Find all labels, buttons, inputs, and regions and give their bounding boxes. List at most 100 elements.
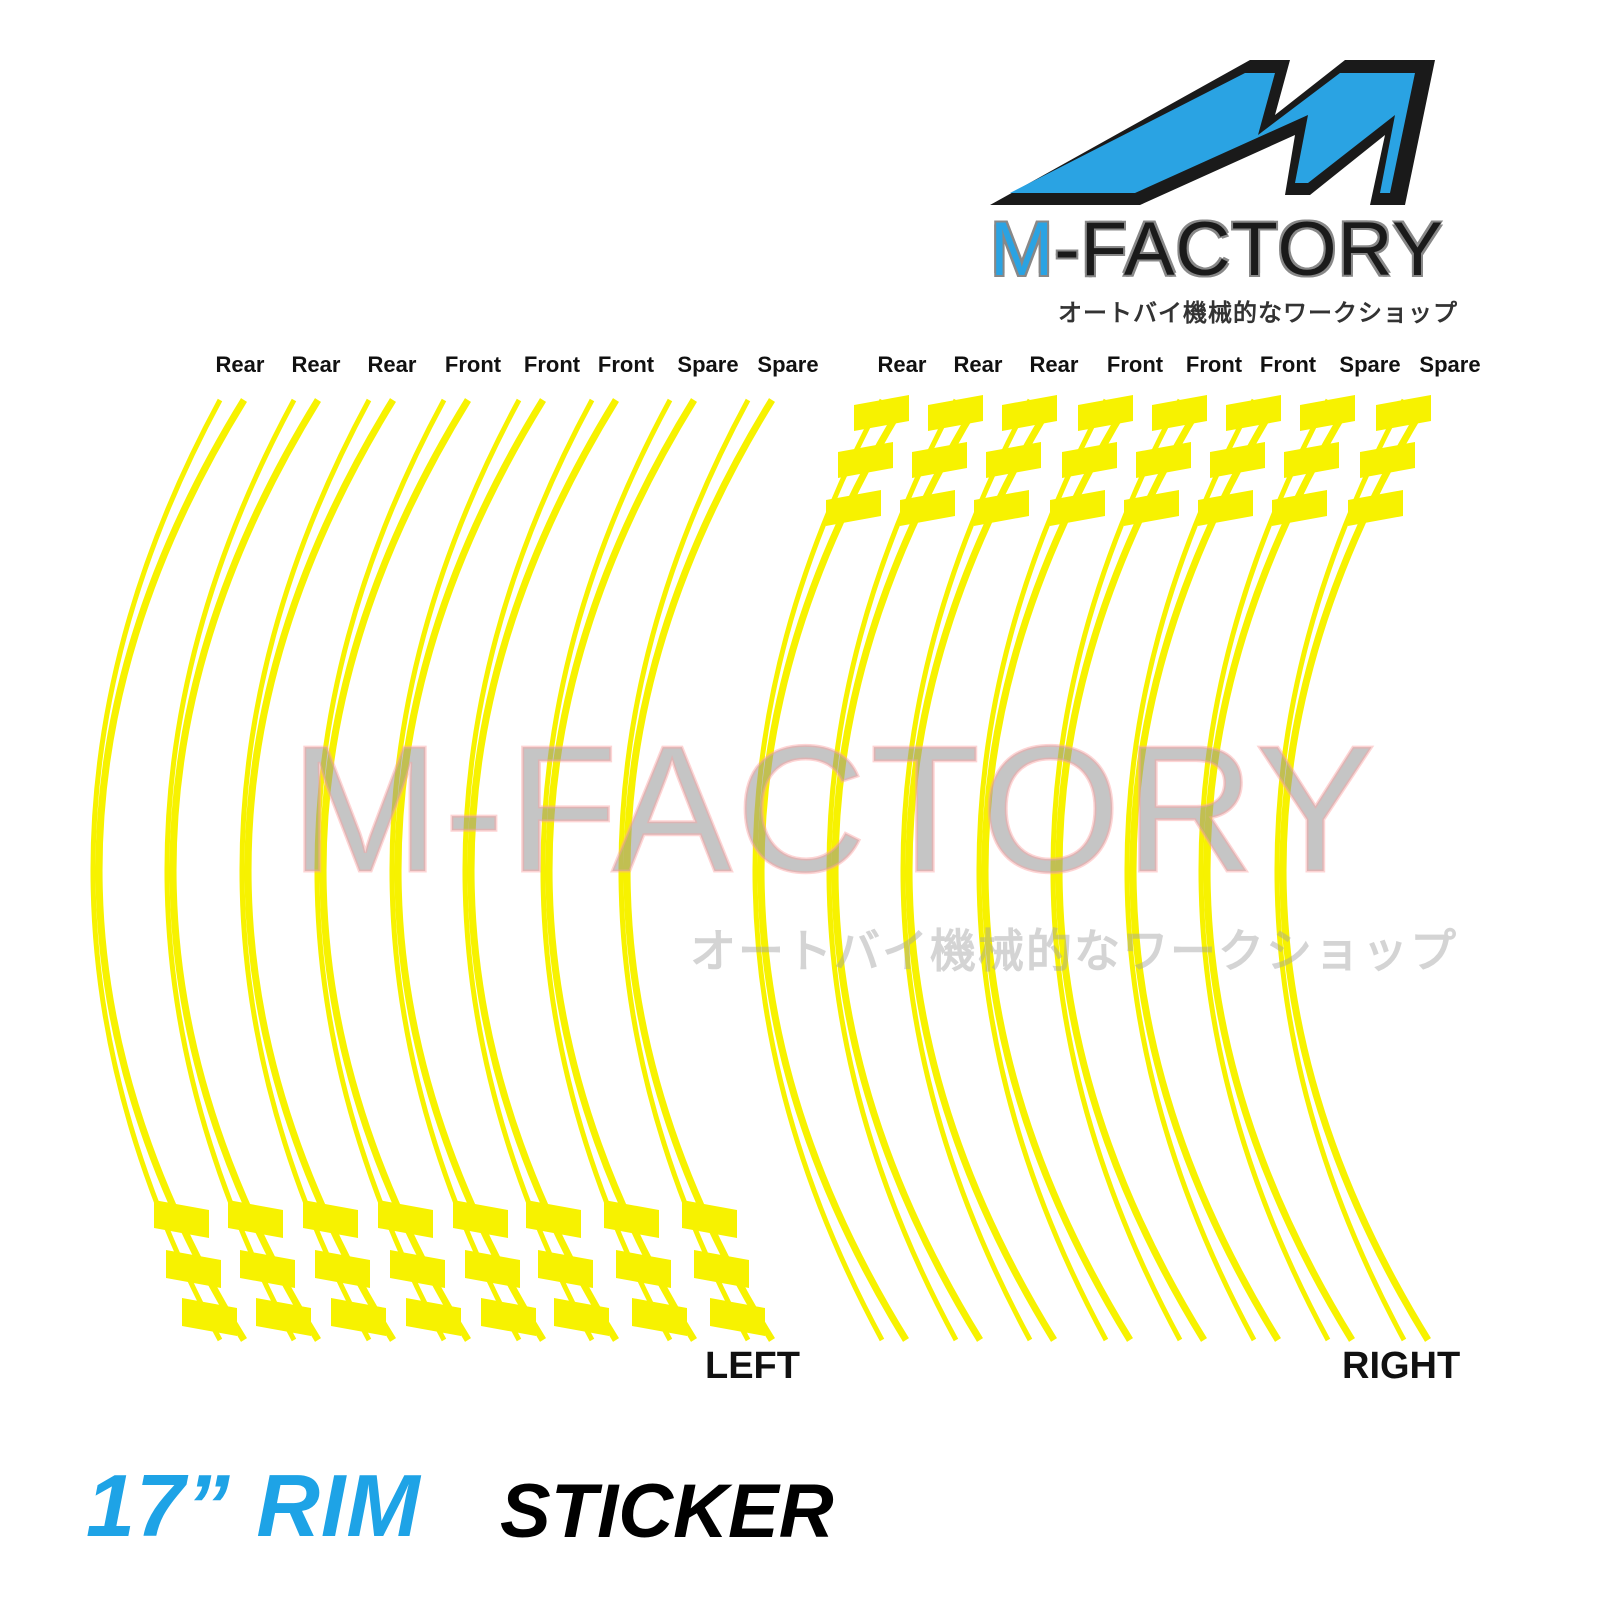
right-label-3: Rear [1029,352,1079,377]
brand-tagline: オートバイ機械的なワークショップ [1058,300,1458,327]
left-stripe-1-bar-2 [166,1250,221,1288]
left-stripe-5-bar-1 [453,1200,508,1238]
left-stripe-6-bar-1 [526,1200,581,1238]
left-stripe-4-bar-2 [390,1250,445,1288]
left-label-7: Spare [677,352,739,377]
right-stripe-7-outer [1203,398,1355,1342]
right-stripe-6-bar-2 [1210,442,1265,478]
right-stripe-2-bar-3 [900,490,955,526]
left-stripe-1-bar-3 [182,1298,237,1336]
right-stripe-1-inner [752,398,885,1342]
left-stripe-4-bar-1 [378,1200,433,1238]
left-stripe-8-bar-1 [682,1200,737,1238]
left-stripe-2-bar-2 [240,1250,295,1288]
right-stripe-1-bar-2 [838,442,893,478]
right-stripe-2-bar-2 [912,442,967,478]
right-label-6: Front [1259,352,1317,377]
left-stripe-7-bar-3 [632,1298,687,1336]
right-stripe-4-bar-1 [1078,395,1133,431]
right-stripe-3-bar-1 [1002,395,1057,431]
left-stripe-7-inner [540,398,673,1342]
right-stripe-3-inner [900,398,1033,1342]
left-label-2: Rear [291,352,341,377]
left-stripe-5-outer [394,398,546,1342]
brand-rest: -FACTORY [1054,207,1444,292]
left-stripe-1-inner [90,398,223,1342]
right-stripe-8-bar-3 [1348,490,1403,526]
left-stripe-1-bar-1 [154,1200,209,1238]
right-stripe-5-outer [1055,398,1207,1342]
right-label-1: Rear [877,352,927,377]
right-stripe-5-bar-3 [1124,490,1179,526]
left-stripe-7-bar-2 [616,1250,671,1288]
right-stripe-4-inner [976,398,1109,1342]
left-stripe-4-outer [319,398,471,1342]
right-side-label: RIGHT [1342,1345,1461,1387]
right-label-8: Spare [1419,352,1481,377]
right-stripe-3-outer [905,398,1057,1342]
right-label-4: Front [1106,352,1164,377]
right-stripe-6-bar-1 [1226,395,1281,431]
left-label-8: Spare [757,352,819,377]
right-stripe-3-bar-3 [974,490,1029,526]
logo-mark-icon [990,60,1435,205]
right-stripe-5-inner [1050,398,1183,1342]
brand-name: M-FACTORY [990,210,1470,290]
right-stripe-5-bar-2 [1136,442,1191,478]
left-stripe-2-bar-1 [228,1200,283,1238]
left-stripe-2-inner [164,398,297,1342]
left-stripe-6-bar-3 [554,1298,609,1336]
left-stripe-6-inner [462,398,595,1342]
brand-logo: M-FACTORY オートバイ機械的なワークショップ [990,55,1470,335]
right-stripe-8-inner [1274,398,1407,1342]
left-stripe-6-bar-2 [538,1250,593,1288]
right-stripe-1-bar-1 [854,395,909,431]
left-stripe-3-outer [244,398,396,1342]
right-label-2: Rear [953,352,1003,377]
left-stripe-8-bar-2 [694,1250,749,1288]
left-label-3: Rear [367,352,417,377]
right-label-5: Front [1185,352,1243,377]
right-stripe-7-inner [1198,398,1331,1342]
left-stripe-2-outer [169,398,321,1342]
right-stripe-4-bar-2 [1062,442,1117,478]
left-stripe-3-bar-3 [331,1298,386,1336]
right-stripe-1-outer [757,398,909,1342]
left-stripe-4-bar-3 [406,1298,461,1336]
rim-size: 17” RIM [86,1456,421,1555]
right-stripe-6-outer [1129,398,1281,1342]
right-stripe-2-inner [826,398,959,1342]
left-label-4: Front [444,352,502,377]
left-stripe-7-outer [545,398,697,1342]
left-side-label: LEFT [705,1345,800,1387]
right-stripe-7-bar-1 [1300,395,1355,431]
right-stripe-2-outer [831,398,983,1342]
right-stripe-7-bar-3 [1272,490,1327,526]
left-label-6: Front [597,352,655,377]
left-stripe-3-bar-2 [315,1250,370,1288]
product-word: STICKER [500,1469,834,1554]
right-stripe-5-bar-1 [1152,395,1207,431]
left-stripe-5-bar-2 [465,1250,520,1288]
left-stripe-8-inner [618,398,751,1342]
right-stripe-1-bar-3 [826,490,881,526]
right-stripe-6-inner [1124,398,1257,1342]
right-stripe-3-bar-2 [986,442,1041,478]
left-stripe-4-inner [314,398,447,1342]
left-stripe-3-inner [239,398,372,1342]
left-stripe-8-bar-3 [710,1298,765,1336]
right-stripe-7-bar-2 [1284,442,1339,478]
left-stripe-3-bar-1 [303,1200,358,1238]
left-stripe-2-bar-3 [256,1298,311,1336]
left-stripe-7-bar-1 [604,1200,659,1238]
left-stripe-5-inner [389,398,522,1342]
right-stripe-8-bar-2 [1360,442,1415,478]
right-stripe-6-bar-3 [1198,490,1253,526]
right-stripe-8-bar-1 [1376,395,1431,431]
left-label-5: Front [523,352,581,377]
right-stripe-4-bar-3 [1050,490,1105,526]
brand-initial: M [990,207,1055,292]
right-label-7: Spare [1339,352,1401,377]
left-stripe-8-outer [623,398,775,1342]
